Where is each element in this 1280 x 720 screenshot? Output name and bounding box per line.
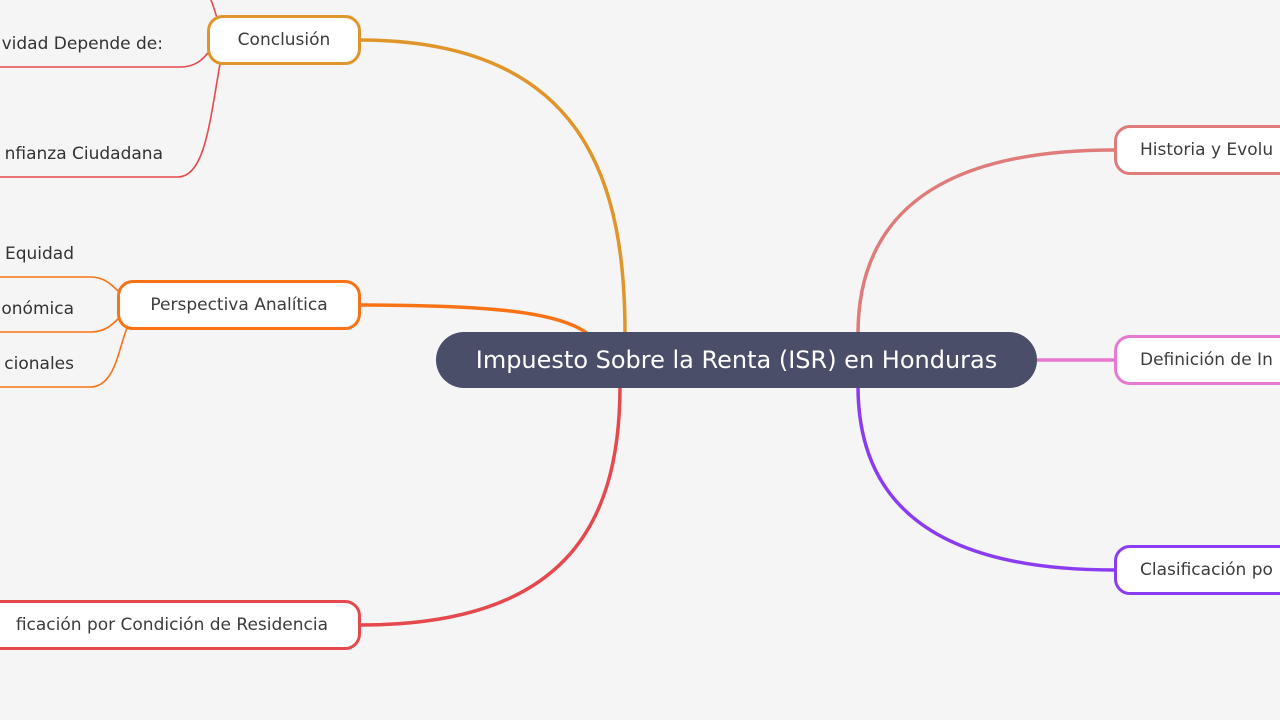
connector-clasificacion [856,385,1115,572]
leaf-line-conclusion-2 [0,63,221,178]
central-topic[interactable]: Impuesto Sobre la Renta (ISR) en Hondura… [436,332,1037,388]
node-historia-evolucion[interactable]: Historia y Evolu [1114,125,1280,175]
connector-conclusion [359,38,627,335]
node-clasificacion-residencia[interactable]: ficación por Condición de Residencia [0,600,361,650]
leaf-conclusion-confianza[interactable]: nfianza Ciudadana [4,144,163,164]
node-label: Definición de In [1140,350,1273,370]
node-label: Clasificación po [1140,560,1273,580]
node-label: Perspectiva Analítica [150,295,328,315]
node-perspectiva-analitica[interactable]: Perspectiva Analítica [117,280,361,330]
leaf-conclusion-depende[interactable]: vidad Depende de: [1,34,163,54]
leaf-perspectiva-institucionales[interactable]: cionales [4,354,74,374]
node-label: Historia y Evolu [1140,140,1274,160]
leaf-line-perspectiva-3 [0,327,128,388]
central-topic-label: Impuesto Sobre la Renta (ISR) en Hondura… [475,346,998,374]
leaf-line-perspectiva-2 [0,317,120,333]
node-label: ficación por Condición de Residencia [15,615,328,635]
node-label: Conclusión [237,30,331,50]
node-conclusion[interactable]: Conclusión [207,15,361,65]
leaf-line-perspectiva-1 [0,276,120,293]
connector-historia [856,148,1115,335]
leaf-perspectiva-equidad[interactable]: Equidad [4,244,74,264]
connector-residencia [359,385,622,627]
node-clasificacion[interactable]: Clasificación po [1114,545,1280,595]
leaf-perspectiva-economica[interactable]: onómica [1,299,74,319]
node-definicion[interactable]: Definición de In [1114,335,1280,385]
connector-perspectiva [359,303,590,336]
